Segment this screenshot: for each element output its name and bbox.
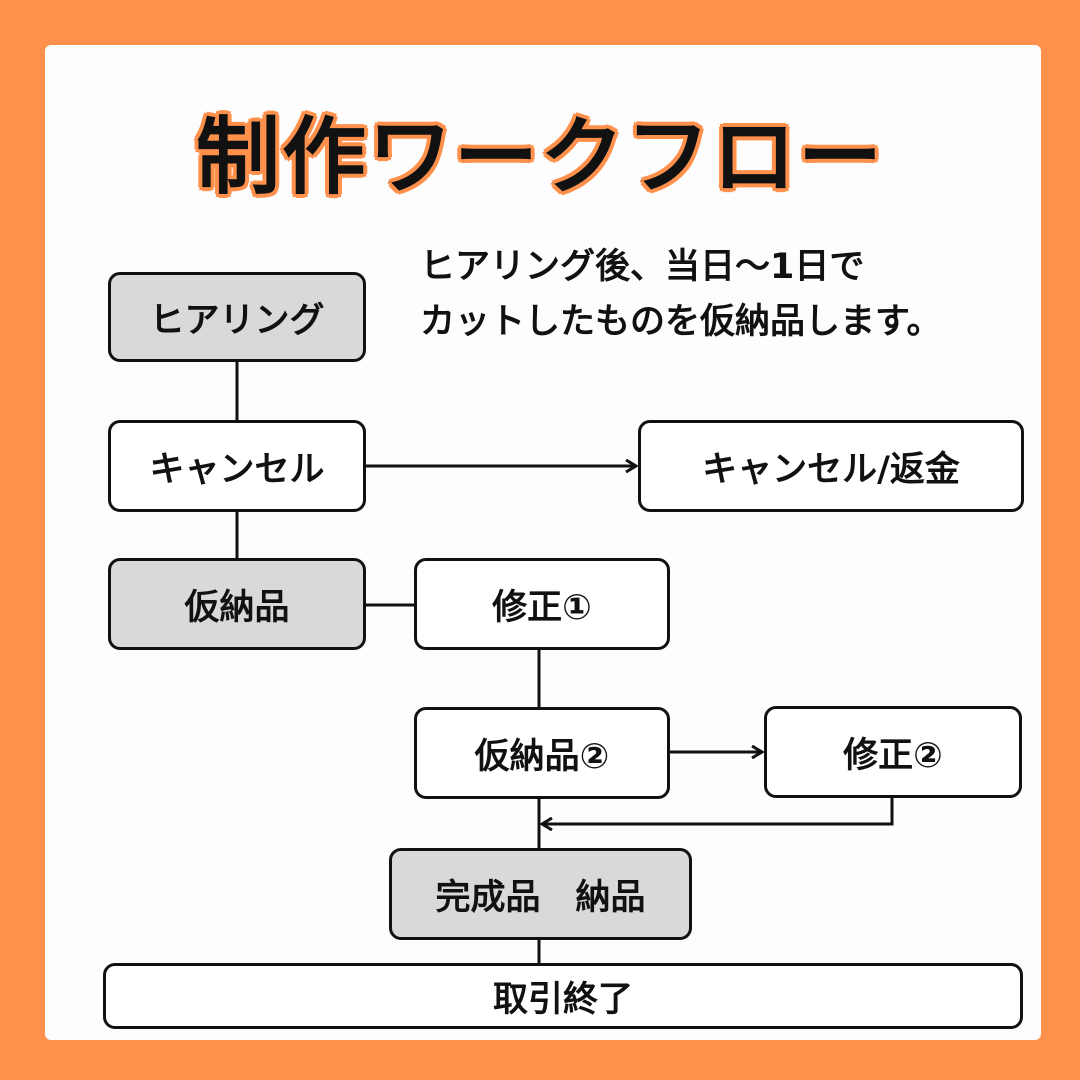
node-revision1: 修正① [414, 558, 670, 650]
note-line-2: カットしたものを仮納品します。 [420, 302, 942, 342]
node-cancel: キャンセル [108, 420, 366, 512]
node-revision2: 修正② [764, 706, 1022, 798]
node-provisional2: 仮納品② [414, 707, 670, 799]
workflow-note: ヒアリング後、当日〜1日で カットしたものを仮納品します。 [420, 240, 1060, 350]
node-cancel-refund: キャンセル/返金 [638, 420, 1024, 512]
node-hearing: ヒアリング [108, 272, 366, 362]
node-provisional: 仮納品 [108, 558, 366, 650]
node-final-delivery: 完成品 納品 [389, 848, 692, 940]
arrow-revision2-return [542, 796, 894, 824]
page-title: 制作ワークフロー [194, 107, 884, 208]
node-end: 取引終了 [103, 963, 1023, 1029]
note-line-1: ヒアリング後、当日〜1日で [420, 247, 865, 287]
